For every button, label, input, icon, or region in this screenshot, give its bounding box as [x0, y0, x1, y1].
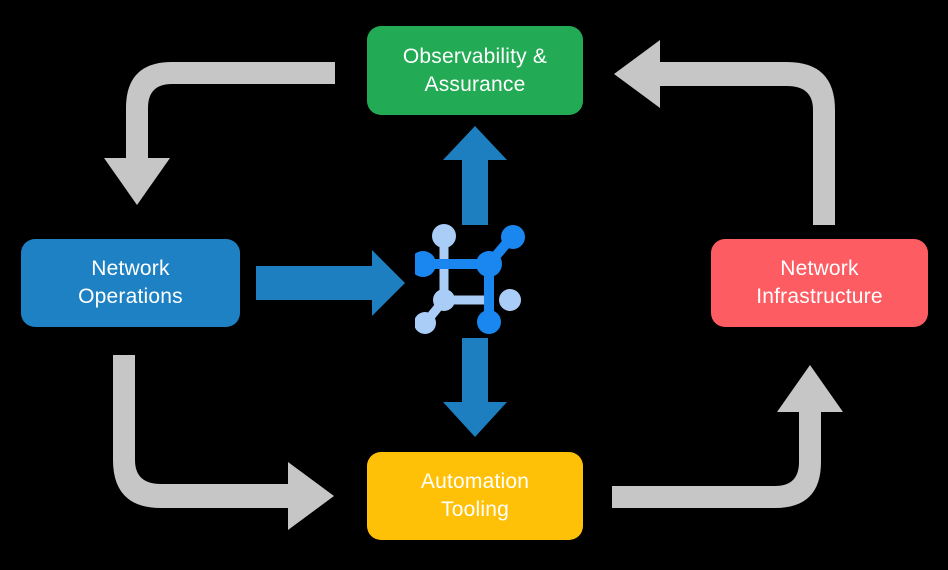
arrow-network-operations-to-center [256, 250, 405, 316]
node-automation-tooling[interactable]: Automation Tooling [367, 452, 583, 540]
node-observability-assurance[interactable]: Observability & Assurance [367, 26, 583, 115]
arrow-network-operations-to-automation-tooling [113, 355, 334, 530]
node-network-infrastructure[interactable]: Network Infrastructure [711, 239, 928, 327]
arrow-center-to-automation-tooling [443, 338, 507, 437]
arrow-center-to-observability [443, 126, 507, 225]
arrow-automation-tooling-to-network-infrastructure [612, 365, 843, 508]
network-graph-icon [415, 224, 525, 334]
arrow-network-infrastructure-to-observability [614, 40, 835, 225]
node-network-operations[interactable]: Network Operations [21, 239, 240, 327]
arrow-observability-to-network-operations [104, 62, 335, 205]
